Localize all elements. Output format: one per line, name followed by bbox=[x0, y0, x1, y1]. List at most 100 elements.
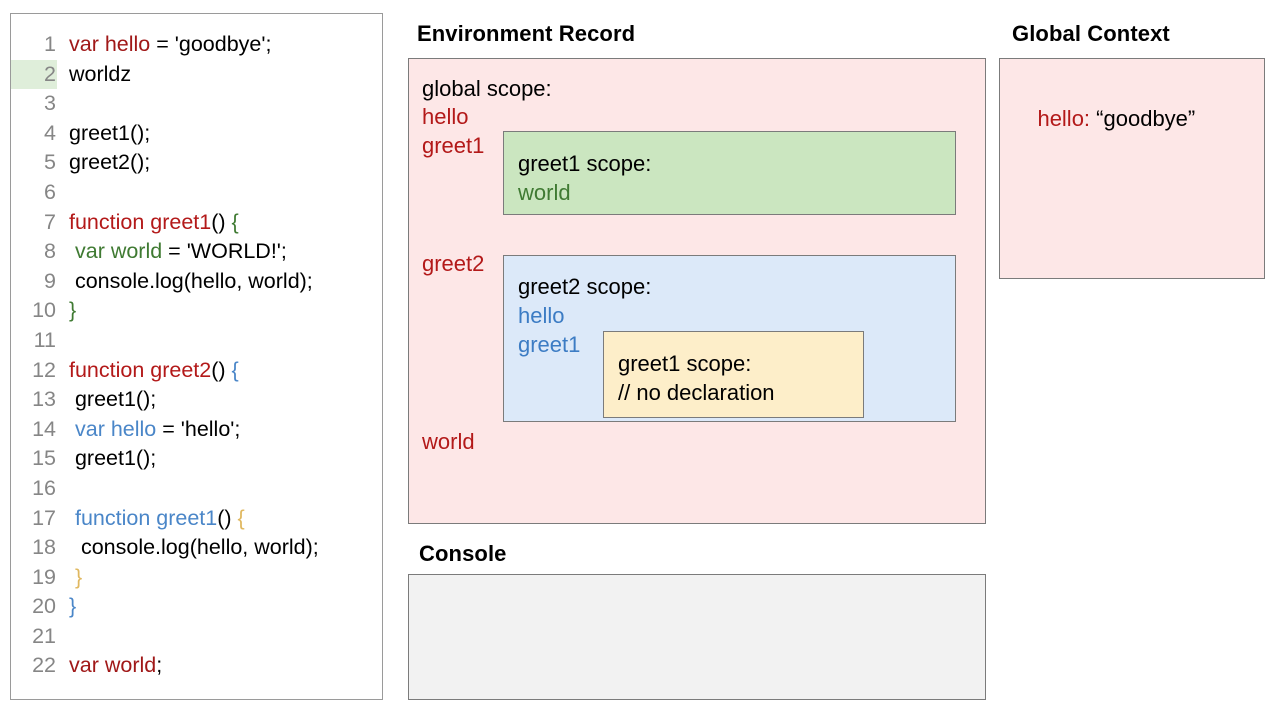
console-output-box[interactable] bbox=[408, 574, 986, 700]
code-token: } bbox=[69, 594, 77, 619]
code-token: console.log(hello, world); bbox=[69, 268, 313, 293]
code-line-text: function greet1() { bbox=[57, 208, 239, 238]
code-line[interactable]: 19 } bbox=[11, 563, 382, 593]
line-number: 22 bbox=[32, 653, 56, 678]
greet1-scope-box: greet1 scope: world bbox=[503, 131, 956, 215]
greet2-scope-label: greet2 scope: bbox=[518, 274, 652, 299]
code-token: = 'goodbye'; bbox=[150, 32, 272, 56]
code-line[interactable]: 9 console.log(hello, world); bbox=[11, 267, 382, 297]
code-line-text: greet2(); bbox=[57, 148, 150, 178]
code-token: () bbox=[211, 209, 232, 234]
code-line-text: } bbox=[57, 296, 76, 326]
code-line-text: } bbox=[57, 592, 76, 622]
line-number: 5 bbox=[44, 150, 56, 175]
code-line[interactable]: 11 bbox=[11, 326, 382, 356]
global-context-entry-key: hello: bbox=[1037, 106, 1091, 131]
code-token: greet1(); bbox=[69, 120, 151, 145]
line-number: 9 bbox=[44, 268, 56, 293]
global-context-box: hello: “goodbye” bbox=[999, 58, 1265, 279]
code-line-text: greet1(); bbox=[57, 385, 156, 415]
code-token: { bbox=[231, 357, 239, 382]
code-token: } bbox=[69, 298, 77, 323]
code-token: () bbox=[211, 357, 232, 382]
greet2-binding-hello: hello bbox=[518, 303, 565, 328]
greet2-binding-greet1: greet1 bbox=[518, 332, 581, 357]
code-token: function greet1 bbox=[74, 505, 218, 530]
global-context-entry: hello: “goodbye” bbox=[1013, 74, 1195, 164]
code-token: var hello bbox=[74, 416, 157, 441]
line-number: 21 bbox=[32, 623, 56, 648]
code-token: greet1(); bbox=[69, 387, 157, 412]
code-token: { bbox=[237, 505, 245, 530]
inner-greet1-scope-box: greet1 scope: // no declaration bbox=[603, 331, 864, 418]
environment-record-box: global scope: hello greet1 greet2 world … bbox=[408, 58, 986, 524]
code-line[interactable]: 14 var hello = 'hello'; bbox=[11, 415, 382, 445]
global-binding-greet1: greet1 bbox=[422, 133, 485, 158]
code-line[interactable]: 3 bbox=[11, 89, 382, 119]
code-token: = 'hello'; bbox=[156, 416, 241, 441]
code-token: console.log(hello, world); bbox=[69, 535, 319, 560]
line-number: 3 bbox=[44, 91, 56, 116]
code-line-text: console.log(hello, world); bbox=[57, 533, 319, 563]
code-line-text: var world = 'WORLD!'; bbox=[57, 237, 287, 267]
code-token: var world bbox=[74, 239, 163, 264]
code-line[interactable]: 15 greet1(); bbox=[11, 444, 382, 474]
code-token: ; bbox=[156, 653, 163, 678]
code-line[interactable]: 16 bbox=[11, 474, 382, 504]
inner-greet1-no-declaration-note: // no declaration bbox=[618, 380, 775, 405]
code-line-text: var world; bbox=[57, 651, 162, 681]
code-line[interactable]: 10} bbox=[11, 296, 382, 326]
global-binding-greet2: greet2 bbox=[422, 251, 485, 276]
line-number: 11 bbox=[33, 327, 56, 352]
code-token: var hello bbox=[69, 32, 151, 56]
line-number: 8 bbox=[44, 239, 56, 264]
code-line-text: } bbox=[57, 563, 82, 593]
line-number: 7 bbox=[44, 209, 56, 234]
code-line-text: var hello = 'goodbye'; bbox=[57, 30, 271, 60]
code-line-text: greet1(); bbox=[57, 119, 150, 149]
code-token: } bbox=[74, 564, 83, 589]
environment-record-heading: Environment Record bbox=[417, 21, 636, 46]
line-number: 14 bbox=[32, 416, 56, 441]
line-number: 2 bbox=[11, 59, 57, 90]
greet2-scope-box: greet2 scope: hello greet1 greet1 scope:… bbox=[503, 255, 956, 422]
line-number: 18 bbox=[32, 535, 56, 560]
line-number: 6 bbox=[44, 179, 56, 204]
code-line[interactable]: 4 greet1(); bbox=[11, 119, 382, 149]
global-context-entry-value: “goodbye” bbox=[1096, 106, 1196, 131]
line-number: 12 bbox=[32, 357, 56, 382]
code-line[interactable]: 8 var world = 'WORLD!'; bbox=[11, 237, 382, 267]
code-line[interactable]: 5 greet2(); bbox=[11, 148, 382, 178]
greet1-scope-label: greet1 scope: bbox=[518, 151, 652, 176]
global-scope-label: global scope: bbox=[422, 76, 552, 101]
code-line[interactable]: 18 console.log(hello, world); bbox=[11, 533, 382, 563]
code-token: greet2(); bbox=[69, 150, 151, 175]
line-number: 17 bbox=[32, 505, 56, 530]
code-token: { bbox=[231, 209, 239, 234]
line-number: 15 bbox=[32, 446, 56, 471]
code-line[interactable]: 21 bbox=[11, 622, 382, 652]
line-number: 4 bbox=[44, 120, 56, 145]
global-binding-hello: hello bbox=[422, 104, 469, 129]
global-context-heading: Global Context bbox=[1012, 21, 1170, 46]
line-number: 10 bbox=[32, 298, 56, 323]
line-number: 20 bbox=[32, 594, 56, 619]
console-heading: Console bbox=[419, 541, 507, 566]
code-line[interactable]: 17 function greet1() { bbox=[11, 504, 382, 534]
code-line-text: function greet2() { bbox=[57, 356, 239, 386]
code-line-text: console.log(hello, world); bbox=[57, 267, 313, 297]
line-number: 13 bbox=[32, 387, 56, 412]
code-line[interactable]: 13 greet1(); bbox=[11, 385, 382, 415]
code-token: function greet2 bbox=[69, 357, 212, 382]
line-number: 1 bbox=[44, 32, 56, 56]
code-line[interactable]: 20} bbox=[11, 592, 382, 622]
inner-greet1-scope-label: greet1 scope: bbox=[618, 351, 752, 376]
code-line[interactable]: 6 bbox=[11, 178, 382, 208]
